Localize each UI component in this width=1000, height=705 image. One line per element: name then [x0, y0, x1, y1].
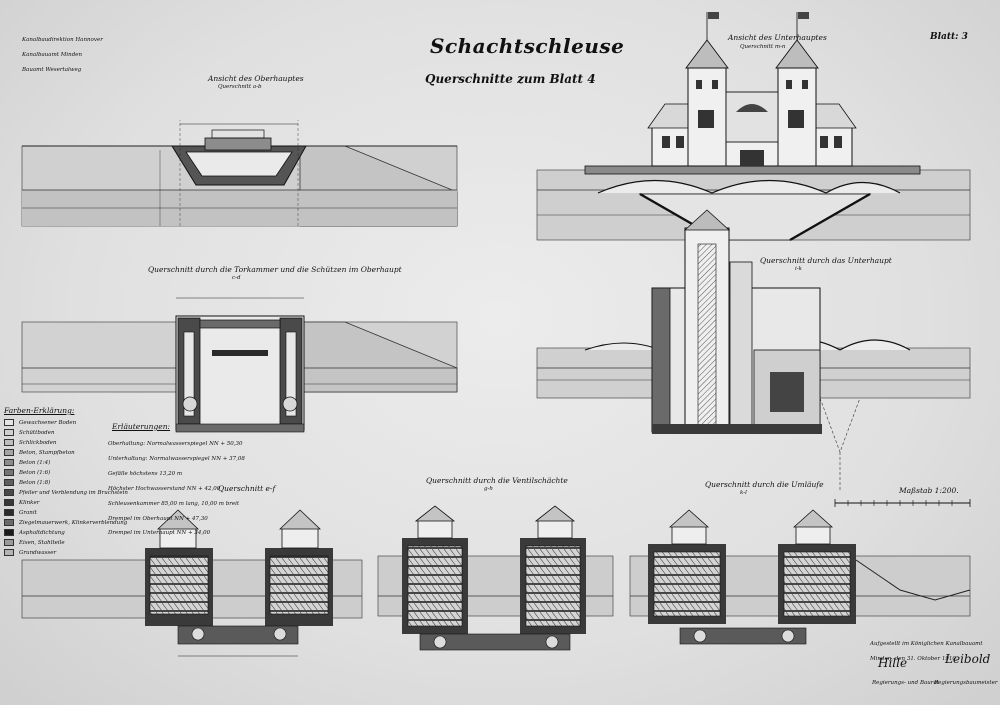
legend-item: Grundwasser	[4, 548, 56, 557]
legend-swatch	[4, 439, 14, 446]
signature-role: Regierungs- und Baurat	[872, 680, 939, 686]
legend-swatch	[4, 509, 14, 516]
note-line: Drempel im Oberhaupt NN + 47,30	[108, 515, 208, 522]
note-line: Schleusenkammer 85,00 m lang, 10,00 m br…	[108, 500, 240, 507]
authority-line: Kanalbauamt Minden	[22, 52, 83, 59]
legend-swatch	[4, 429, 14, 436]
valve-shaft-section-cut: g-h	[484, 486, 493, 492]
sluice-gate-section-drawing	[21, 297, 458, 433]
signature-line: Minden, den 31. Oktober 1910.	[870, 656, 958, 663]
legend-item: Granit	[4, 508, 37, 517]
sheet-number: Blatt: 3	[930, 32, 968, 42]
section-ef-drawing	[21, 509, 363, 657]
authority-line: Kanalbaudirektion Hannover	[22, 37, 103, 44]
signature-block: Aufgestellt im Königlichen Kanalbauamt M…	[870, 634, 983, 671]
sluice-gate-section-cut: c-d	[232, 275, 241, 281]
valve-shaft-section-drawing	[377, 505, 614, 651]
legend-title: Farben-Erklärung:	[4, 406, 75, 415]
signature-name: Hille	[878, 656, 908, 670]
lower-head-view-cut: Querschnitt m-n	[740, 44, 786, 50]
signature-line: Aufgestellt im Königlichen Kanalbauamt	[870, 641, 983, 648]
legend-label: Gewachsener Boden	[19, 419, 77, 426]
legend-swatch	[4, 529, 14, 536]
lower-head-view-title: Ansicht des Unterhauptes	[728, 33, 827, 42]
legend-label: Ziegelmauerwerk, Klinkerverblendung	[19, 519, 128, 526]
culvert-section-cut: k-l	[740, 490, 747, 496]
upper-head-view-drawing	[21, 120, 458, 227]
lower-head-section-drawing	[536, 209, 971, 490]
authority-block: Kanalbaudirektion Hannover Kanalbauamt M…	[22, 30, 103, 82]
upper-head-view-title: Ansicht des Oberhauptes	[208, 74, 304, 83]
legend-item: Ziegelmauerwerk, Klinkerverblendung	[4, 518, 127, 527]
scale-bar	[834, 499, 971, 507]
legend-swatch	[4, 519, 14, 526]
legend-item: Beton, Stampfbeton	[4, 448, 75, 457]
legend-item: Asphaltdichtung	[4, 528, 65, 537]
legend-swatch	[4, 499, 14, 506]
legend-label: Beton (1:6)	[19, 469, 51, 476]
legend-swatch	[4, 459, 14, 466]
legend-label: Eisen, Stahlteile	[19, 539, 65, 546]
legend-swatch	[4, 419, 14, 426]
legend-label: Beton (1:4)	[19, 459, 51, 466]
signature-role: Regierungsbaumeister	[934, 680, 998, 686]
section-ef-title: Querschnitt e-f	[218, 484, 276, 493]
lower-head-section-cut: i-k	[795, 266, 802, 272]
legend-swatch	[4, 449, 14, 456]
scale-label: Maßstab 1:200.	[899, 486, 959, 495]
legend-label: Klinker	[19, 499, 40, 506]
legend-label: Asphaltdichtung	[19, 529, 65, 536]
legend-label: Granit	[19, 509, 37, 516]
legend-label: Beton (1:8)	[19, 479, 51, 486]
legend-swatch	[4, 489, 14, 496]
legend-item: Beton (1:6)	[4, 468, 50, 477]
note-line: Oberhaltung: Normalwasserspiegel NN + 50…	[108, 441, 243, 448]
note-line: Gefälle höchstens 13,20 m	[108, 471, 183, 478]
legend-label: Schlickboden	[19, 439, 57, 446]
legend-swatch	[4, 469, 14, 476]
legend-item: Gewachsener Boden	[4, 418, 76, 427]
legend-label: Grundwasser	[19, 549, 57, 556]
culvert-section-drawing	[629, 509, 971, 645]
legend-item: Beton (1:8)	[4, 478, 50, 487]
legend-swatch	[4, 479, 14, 486]
notes-block: Oberhaltung: Normalwasserspiegel NN + 50…	[108, 434, 245, 545]
legend-label: Pfeiler und Verblendung im Bruchstein	[19, 489, 128, 496]
sheet-subtitle: Querschnitte zum Blatt 4	[425, 72, 596, 86]
valve-shaft-section-title: Querschnitt durch die Ventilschächte	[426, 476, 568, 485]
sluice-gate-section-title: Querschnitt durch die Torkammer und die …	[148, 265, 402, 274]
legend-label: Schüttboden	[19, 429, 55, 436]
legend-item: Pfeiler und Verblendung im Bruchstein	[4, 488, 128, 497]
legend-item: Klinker	[4, 498, 39, 507]
upper-head-view-cut: Querschnitt a-b	[218, 84, 262, 90]
legend-swatch	[4, 539, 14, 546]
legend-item: Schlickboden	[4, 438, 56, 447]
signature-name: Leibold	[945, 652, 991, 666]
legend-item: Schüttboden	[4, 428, 55, 437]
sheet-title: Schachtschleuse	[430, 34, 625, 58]
note-line: Drempel im Unterhaupt NN + 34,00	[108, 530, 211, 537]
legend-label: Beton, Stampfbeton	[19, 449, 75, 456]
note-line: Höchster Hochwasserstand NN + 42,00	[108, 485, 221, 492]
note-line: Unterhaltung: Normalwasserspiegel NN + 3…	[108, 456, 245, 463]
legend-item: Eisen, Stahlteile	[4, 538, 65, 547]
authority-line: Bauamt Wesertalweg	[22, 67, 82, 74]
culvert-section-title: Querschnitt durch die Umläufe	[705, 480, 824, 489]
lower-head-section-title: Querschnitt durch das Unterhaupt	[760, 256, 892, 265]
legend-item: Beton (1:4)	[4, 458, 50, 467]
notes-title: Erläuterungen:	[112, 422, 171, 431]
legend-swatch	[4, 549, 14, 556]
